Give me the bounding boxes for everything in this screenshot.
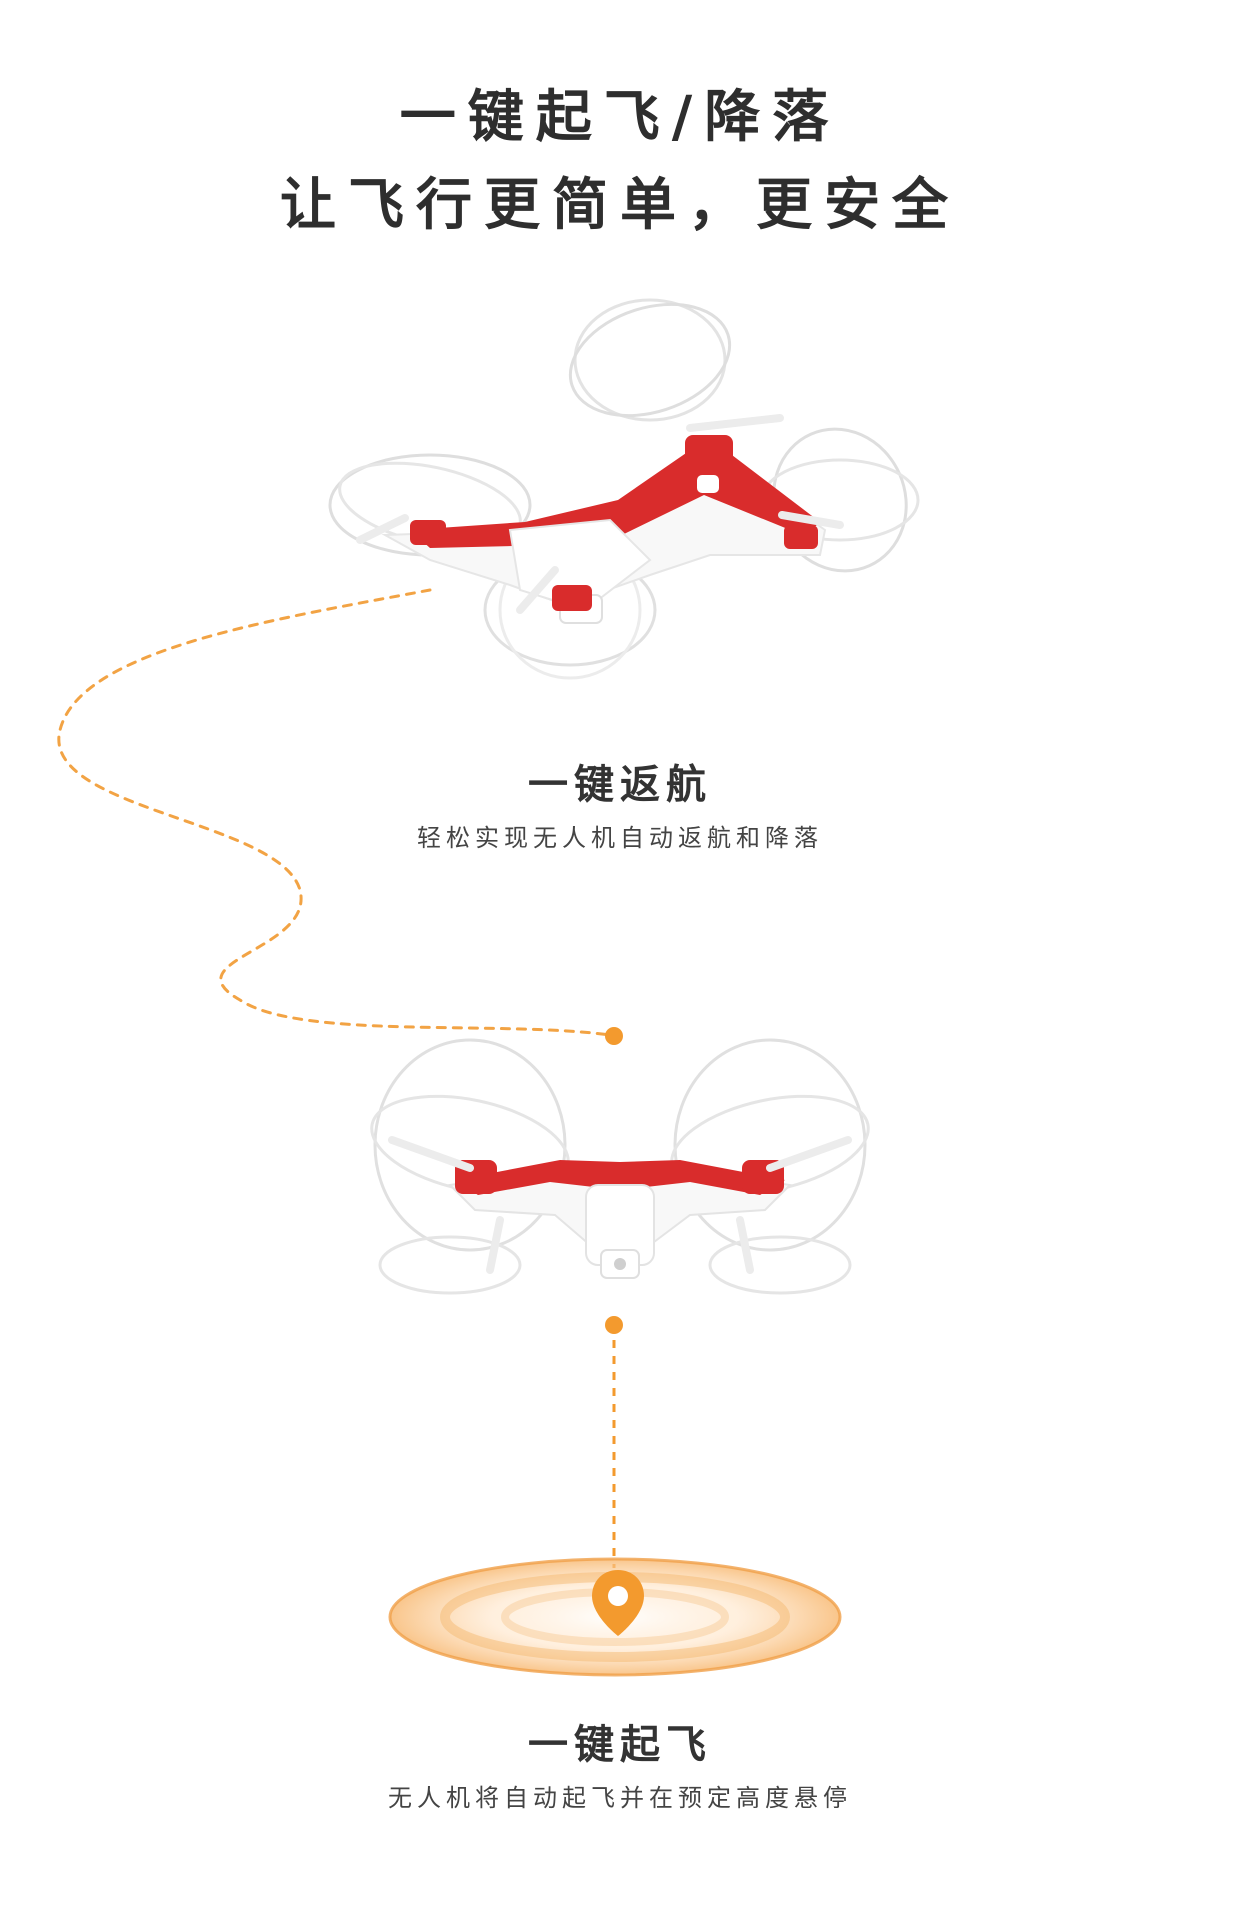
page-title-line-1: 一键起飞/降落 [399, 85, 841, 150]
return-feature-title: 一键返航 [528, 762, 712, 808]
return-dashed-path [57, 588, 612, 1037]
return-feature-description: 轻松实现无人机自动返航和降落 [417, 824, 823, 852]
takeoff-feature-title: 一键起飞 [528, 1722, 712, 1768]
drone-return [328, 298, 920, 680]
takeoff-start-dot [605, 1316, 623, 1334]
location-pin-icon [592, 1570, 644, 1636]
drone-takeoff [370, 1038, 870, 1295]
takeoff-feature-description: 无人机将自动起飞并在预定高度悬停 [388, 1784, 852, 1812]
page-title-line-2: 让飞行更简单，更安全 [280, 173, 960, 238]
path-endpoint-dot [605, 1027, 623, 1045]
